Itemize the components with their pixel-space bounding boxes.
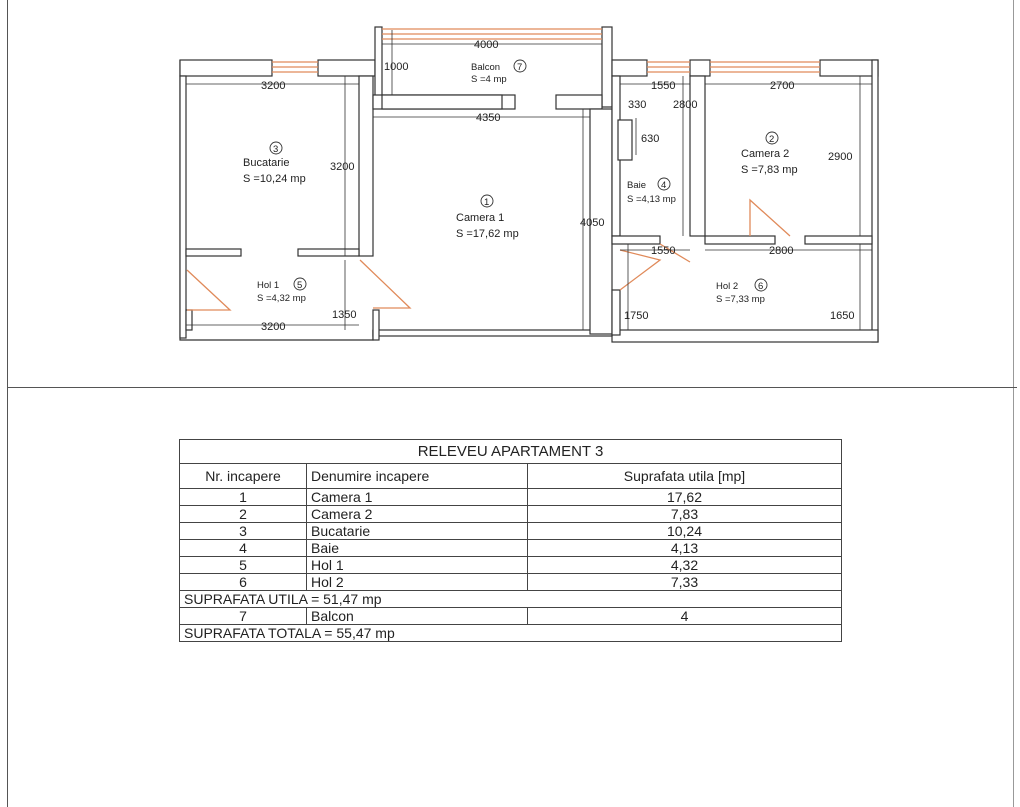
room-name: Hol 2: [716, 281, 738, 292]
subtotal-text: SUPRAFATA UTILA = 51,47 mp: [179, 590, 842, 608]
dim-buc-width: 3200: [261, 80, 285, 92]
room-camera-2: 2 Camera 2 S =7,83 mp: [741, 131, 798, 176]
subtotal-row: SUPRAFATA UTILA = 51,47 mp: [179, 590, 842, 608]
dim-cam1-width: 4350: [476, 112, 500, 124]
cell-nr: 3: [179, 522, 307, 540]
room-number: 1: [484, 197, 489, 208]
total-row: SUPRAFATA TOTALA = 55,47 mp: [179, 624, 842, 642]
cell-suprafata: 4,13: [527, 539, 842, 557]
cell-denumire: Camera 1: [306, 488, 528, 506]
dim-hol1-depth: 1350: [332, 309, 356, 321]
table-row: 7 Balcon 4: [179, 607, 842, 625]
header-suprafata: Suprafata utila [mp]: [527, 463, 842, 489]
cell-denumire: Hol 2: [306, 573, 528, 591]
cell-denumire: Baie: [306, 539, 528, 557]
room-hol-1: 5 Hol 1 S =4,32 mp: [257, 277, 307, 304]
room-name: Camera 2: [741, 148, 789, 160]
cell-suprafata: 17,62: [527, 488, 842, 506]
room-area: S =17,62 mp: [456, 228, 519, 240]
room-area: S =4,13 mp: [627, 194, 676, 205]
room-hol-2: 6 Hol 2 S =7,33 mp: [716, 278, 768, 305]
dim-baie-width: 1550: [651, 80, 675, 92]
room-area: S =7,83 mp: [741, 164, 798, 176]
dim-cam1-depth: 4050: [580, 217, 604, 229]
page-border-right: [1013, 0, 1014, 807]
cell-denumire: Hol 1: [306, 556, 528, 574]
room-number: 6: [758, 281, 763, 292]
cell-denumire: Camera 2: [306, 505, 528, 523]
dim-baie-small: 330: [628, 99, 646, 111]
cell-suprafata: 7,83: [527, 505, 842, 523]
room-area: S =4 mp: [471, 74, 507, 85]
room-area: S =7,33 mp: [716, 294, 765, 305]
walls: [179, 26, 879, 343]
doors: [186, 198, 791, 311]
room-number: 5: [297, 280, 302, 291]
room-name: Bucatarie: [243, 157, 289, 169]
dim-hol2-width-b: 2800: [769, 245, 793, 257]
dim-baie-depth: 2800: [673, 99, 697, 111]
cell-suprafata: 4: [527, 607, 842, 625]
room-number: 7: [517, 62, 522, 73]
room-name: Camera 1: [456, 212, 504, 224]
table-title: RELEVEU APARTAMENT 3: [179, 439, 842, 464]
section-divider: [7, 387, 1017, 388]
room-number: 2: [769, 134, 774, 145]
dimension-lines: [186, 30, 872, 330]
table-row: 3 Bucatarie 10,24: [179, 522, 842, 540]
cell-suprafata: 10,24: [527, 522, 842, 540]
dim-hol2-width-a: 1550: [651, 245, 675, 257]
table-row: 1 Camera 1 17,62: [179, 488, 842, 506]
room-name: Balcon: [471, 62, 500, 73]
page-border-left: [7, 0, 8, 807]
dim-hol2-depth-a: 1750: [624, 310, 648, 322]
room-baie: 4 Baie S =4,13 mp: [627, 177, 676, 205]
cell-nr: 5: [179, 556, 307, 574]
room-area: S =10,24 mp: [243, 173, 306, 185]
cell-nr: 7: [179, 607, 307, 625]
cell-suprafata: 4,32: [527, 556, 842, 574]
dim-balcon-depth: 1000: [384, 61, 408, 73]
dim-cam2-width: 2700: [770, 80, 794, 92]
cell-denumire: Balcon: [306, 607, 528, 625]
room-name: Baie: [627, 180, 646, 191]
dim-hol2-depth-b: 1650: [830, 310, 854, 322]
room-area: S =4,32 mp: [257, 293, 306, 304]
room-number: 4: [661, 180, 666, 191]
dim-cam2-depth: 2900: [828, 151, 852, 163]
cell-nr: 1: [179, 488, 307, 506]
dim-balcon-width: 4000: [474, 39, 498, 51]
cell-denumire: Bucatarie: [306, 522, 528, 540]
room-camera-1: 1 Camera 1 S =17,62 mp: [456, 194, 519, 240]
cell-nr: 2: [179, 505, 307, 523]
floor-plan: 3200 3200 3200 1350 4000 1000 4350 4050 …: [179, 26, 879, 343]
room-name: Hol 1: [257, 280, 279, 291]
dim-baie-inner: 630: [641, 133, 659, 145]
room-number: 3: [273, 144, 278, 155]
table-row: 6 Hol 2 7,33: [179, 573, 842, 591]
dim-hol1-width: 3200: [261, 321, 285, 333]
windows: [272, 28, 820, 73]
area-summary-table: RELEVEU APARTAMENT 3 Nr. incapere Denumi…: [179, 439, 842, 642]
header-denumire: Denumire incapere: [306, 463, 528, 489]
total-text: SUPRAFATA TOTALA = 55,47 mp: [179, 624, 842, 642]
table-row: 4 Baie 4,13: [179, 539, 842, 557]
table-row: 5 Hol 1 4,32: [179, 556, 842, 574]
cell-suprafata: 7,33: [527, 573, 842, 591]
cell-nr: 4: [179, 539, 307, 557]
room-bucatarie: 3 Bucatarie S =10,24 mp: [243, 141, 306, 185]
table-row: 2 Camera 2 7,83: [179, 505, 842, 523]
room-balcon: 7 Balcon S =4 mp: [471, 59, 527, 85]
header-nr: Nr. incapere: [179, 463, 307, 489]
dim-buc-depth: 3200: [330, 161, 354, 173]
cell-nr: 6: [179, 573, 307, 591]
